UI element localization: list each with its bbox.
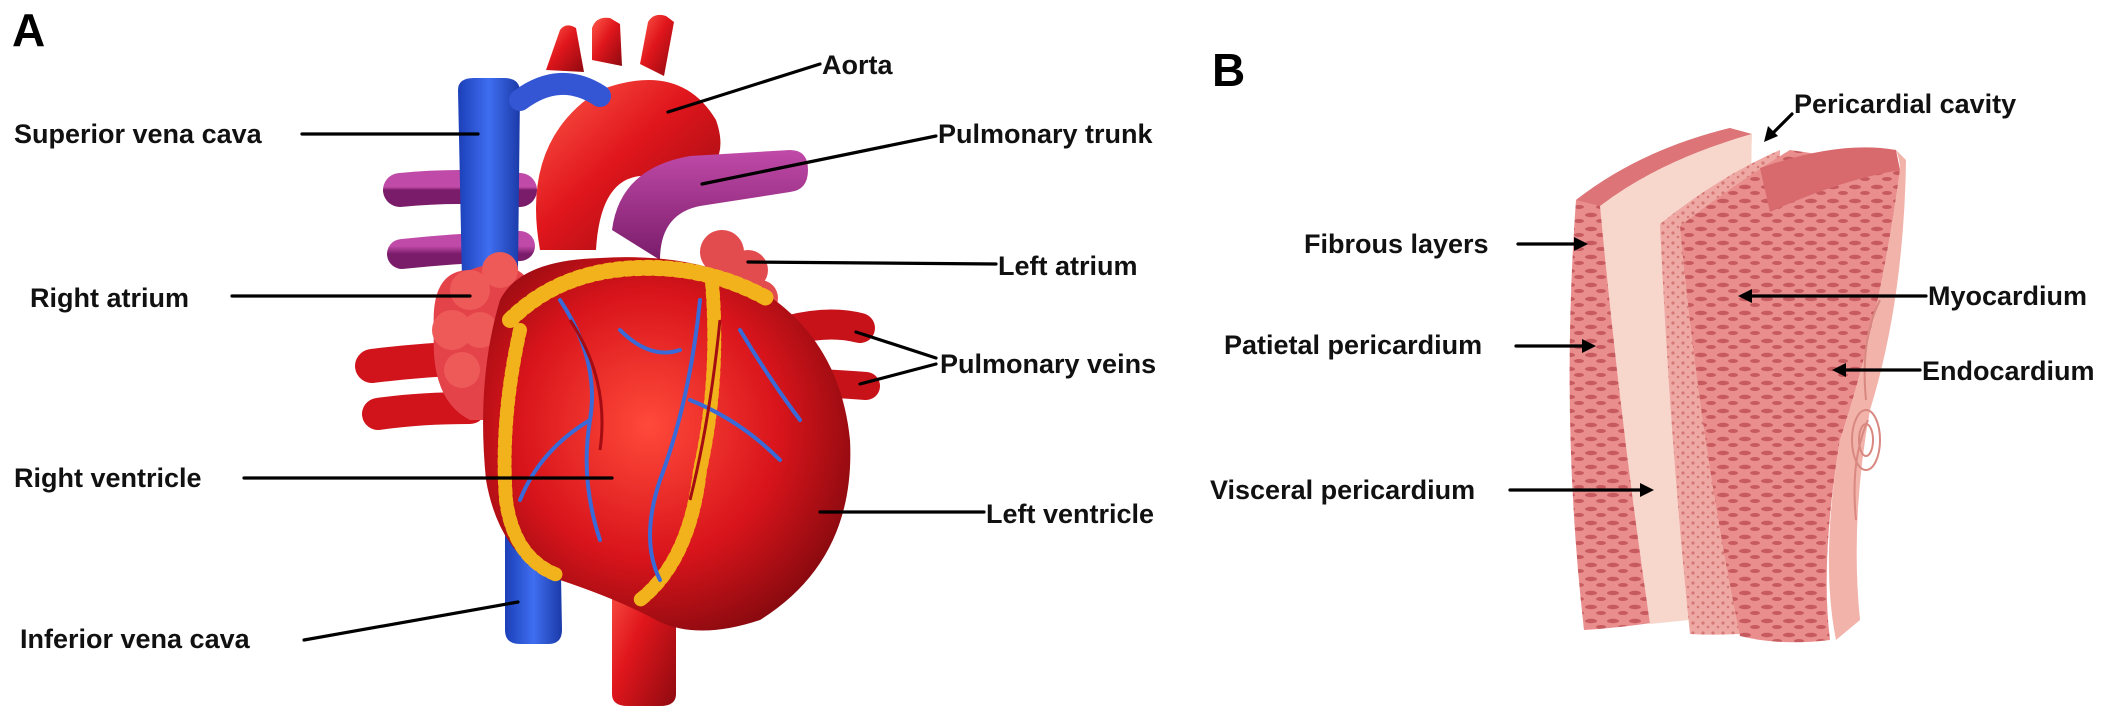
superior-vena-cava-vessel bbox=[458, 78, 520, 280]
label-fibrous-layers: Fibrous layers bbox=[1304, 229, 1489, 259]
myocardium-top bbox=[1760, 147, 1900, 212]
leader-pulmonary-veins-1 bbox=[854, 330, 938, 360]
coronary-arteries bbox=[568, 319, 722, 501]
endocardium-layer bbox=[1828, 150, 1906, 640]
panel-a-letter: A bbox=[12, 4, 45, 56]
label-right-ventricle: Right ventricle bbox=[14, 463, 202, 493]
panel-b-arrows bbox=[1508, 112, 1928, 497]
label-right-atrium: Right atrium bbox=[30, 283, 189, 313]
label-pericardial-cavity: Pericardial cavity bbox=[1794, 89, 2016, 119]
label-left-atrium: Left atrium bbox=[998, 251, 1138, 281]
fibrous-layer-top bbox=[1576, 128, 1752, 206]
pulmonary-trunk-vessel bbox=[612, 150, 808, 260]
myocardium-layer bbox=[1680, 150, 1900, 643]
endocardium-texture bbox=[1851, 299, 1881, 521]
leader-aorta bbox=[666, 62, 822, 114]
pericardium-illustration bbox=[1569, 128, 1906, 643]
label-aorta: Aorta bbox=[822, 50, 893, 80]
heart-body bbox=[483, 257, 851, 631]
coronary-vessels bbox=[518, 298, 802, 582]
label-endocardium: Endocardium bbox=[1922, 356, 2095, 386]
label-visceral-pericardium: Visceral pericardium bbox=[1210, 475, 1475, 505]
label-pulmonary-trunk: Pulmonary trunk bbox=[938, 119, 1154, 149]
label-left-ventricle: Left ventricle bbox=[986, 499, 1154, 529]
aorta-vessel bbox=[509, 14, 721, 250]
panel-a-leader-lines bbox=[230, 62, 998, 642]
heart-illustration bbox=[355, 14, 880, 706]
label-pulmonary-veins: Pulmonary veins bbox=[940, 349, 1156, 379]
panel-b: B bbox=[1210, 44, 2095, 643]
panel-b-letter: B bbox=[1212, 44, 1245, 96]
leader-pulmonary-trunk bbox=[700, 134, 938, 186]
right-atrium-fat bbox=[432, 252, 518, 388]
label-myocardium: Myocardium bbox=[1928, 281, 2087, 311]
leader-pulmonary-veins-2 bbox=[858, 362, 938, 386]
label-superior-vena-cava: Superior vena cava bbox=[14, 119, 263, 149]
coronary-fat bbox=[497, 259, 778, 607]
leader-inferior-vena-cava bbox=[302, 600, 520, 642]
label-parietal-pericardium: Patietal pericardium bbox=[1224, 330, 1482, 360]
leader-left-atrium bbox=[746, 260, 998, 266]
panel-a: A bbox=[12, 4, 1156, 706]
label-inferior-vena-cava: Inferior vena cava bbox=[20, 624, 251, 654]
